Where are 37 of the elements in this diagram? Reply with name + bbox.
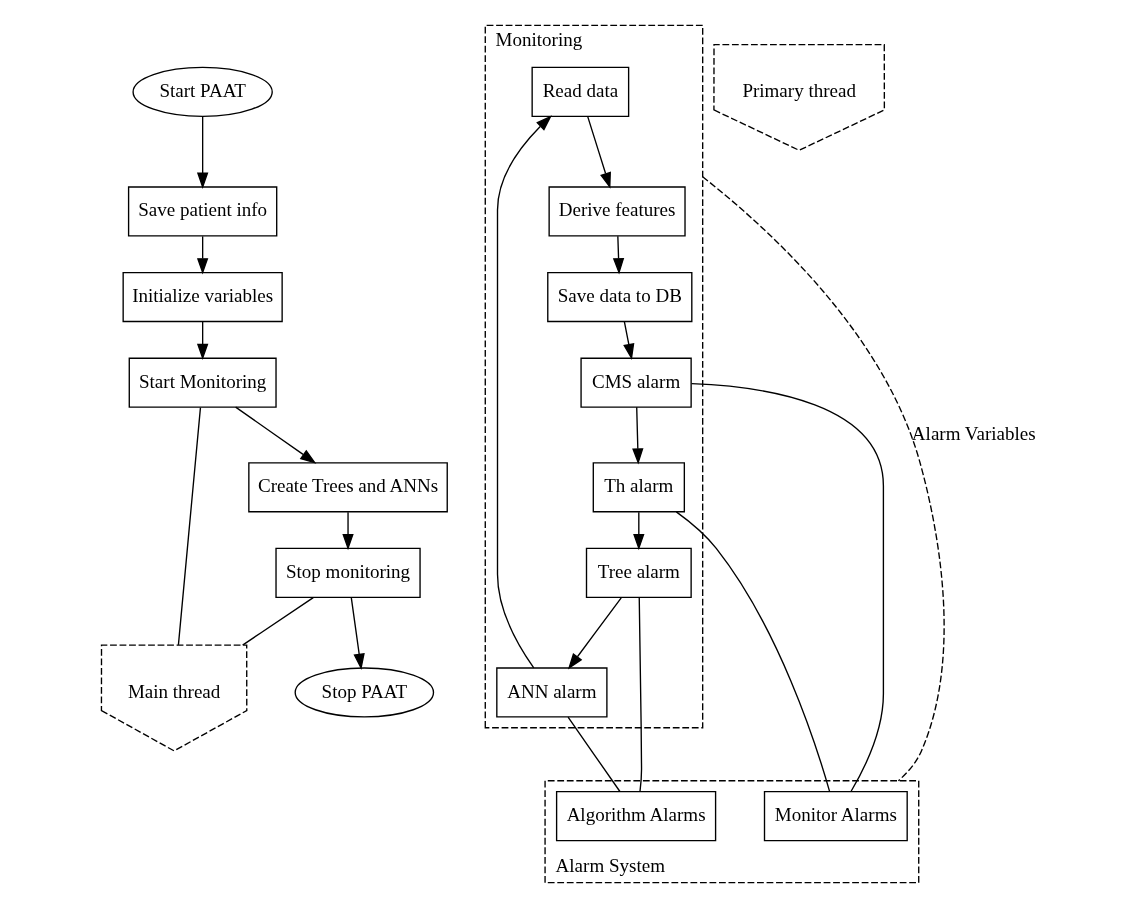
arrow <box>586 115 611 189</box>
arrow <box>196 235 208 274</box>
node-ellipse: Stop PAAT <box>294 666 434 718</box>
connector <box>638 596 642 792</box>
node-box: Save patient info <box>127 185 277 237</box>
connector <box>177 406 201 646</box>
node-box: Save data to DB <box>546 271 692 322</box>
arrow <box>341 511 354 550</box>
connector <box>675 510 830 792</box>
arrow <box>632 511 645 550</box>
node-box: Algorithm Alarms <box>555 790 716 841</box>
node-box: Create Trees and ANNs <box>247 461 448 512</box>
node-box: CMS alarm <box>579 357 692 408</box>
connector <box>701 175 945 781</box>
arrow <box>196 320 208 360</box>
arrow <box>350 596 365 670</box>
arrow <box>496 114 552 669</box>
node-box: Th alarm <box>592 461 685 512</box>
arrow <box>234 405 316 464</box>
node-box: Initialize variables <box>121 271 283 322</box>
node-ellipse: Start PAAT <box>131 66 273 117</box>
arrow <box>631 405 643 465</box>
connector <box>241 596 314 646</box>
arrow <box>567 596 622 670</box>
connector <box>566 715 621 792</box>
node-box: Read data <box>531 66 629 117</box>
node-box: Monitor Alarms <box>763 790 908 841</box>
node-box: Start Monitoring <box>128 357 277 408</box>
node-box: Stop monitoring <box>274 547 421 598</box>
edge-label: Alarm Variables <box>911 422 1036 444</box>
node-box: ANN alarm <box>495 666 608 718</box>
arrow <box>196 115 208 189</box>
connector <box>690 382 884 792</box>
arrow <box>612 235 624 274</box>
arrow <box>622 320 634 360</box>
node-box: Tree alarm <box>585 547 692 598</box>
node-box: Derive features <box>547 185 686 237</box>
